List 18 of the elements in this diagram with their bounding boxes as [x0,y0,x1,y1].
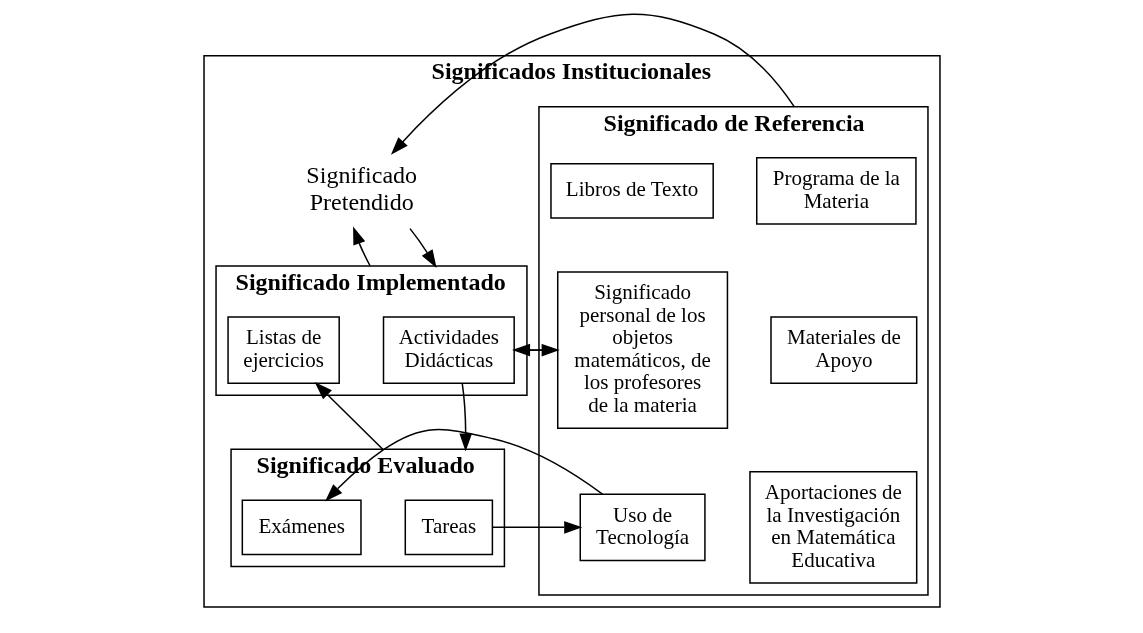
arrow [408,227,437,268]
arrow [458,382,472,452]
node-box: Uso de Tecnología [579,493,706,562]
arrow [491,521,582,534]
node-box: Libros de Texto [549,163,714,219]
node-box: Actividades Didácticas [382,316,515,384]
node-box: Tareas [404,499,493,556]
node-box: Significado personal de los objetos matemáticos, de los profesores de la materia [556,271,728,429]
node-box: Aportaciones de la Investigación en Matemática Educativa [748,471,917,584]
node-box: Materiales de Apoyo [769,316,917,384]
node-box: Listas de ejercicios [226,316,340,384]
node-box: Exámenes [241,499,362,556]
arrow [390,13,795,155]
node-text: Significado Pretendido [305,162,417,216]
node-box: Programa de la Materia [755,157,917,225]
arrow [324,428,603,502]
arrow [352,226,371,267]
arrow [314,382,383,450]
